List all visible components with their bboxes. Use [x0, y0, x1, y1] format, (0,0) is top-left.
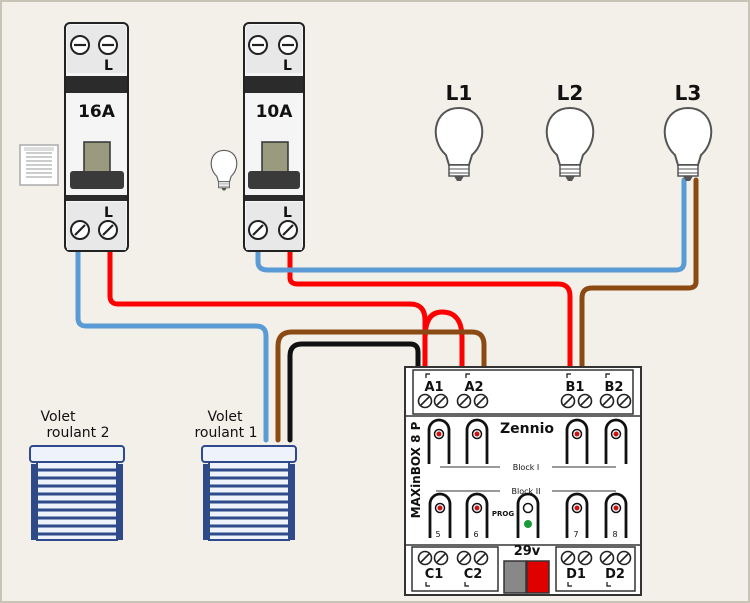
screw-icon	[69, 219, 91, 241]
channel-number: 8	[612, 530, 617, 539]
output-label: B1	[566, 380, 585, 395]
roller-shutter-icon	[200, 444, 298, 542]
screw-icon	[560, 393, 576, 409]
channel-button	[427, 418, 451, 466]
shutter-1: Volet roulant 1	[194, 409, 298, 542]
prog-led	[524, 520, 532, 528]
channel-button	[604, 418, 628, 466]
wire-shutter-down	[287, 341, 421, 443]
screw-icon	[433, 393, 449, 409]
breaker-10a: L 10A L	[243, 22, 305, 252]
shutter-label-line2: roulant 1	[194, 425, 257, 441]
wire-phase-b1	[287, 249, 573, 373]
breaker-toggle	[83, 141, 111, 175]
brand-name: Zennio	[500, 421, 554, 437]
prog-button	[516, 492, 540, 540]
breaker-16a: L 16A L	[64, 22, 129, 252]
block-label: Block I	[513, 463, 540, 472]
channel-led	[574, 505, 580, 511]
screw-icon	[577, 550, 593, 566]
channel-led	[437, 505, 443, 511]
output-label: C2	[464, 567, 483, 582]
bus-connector-plus	[526, 560, 550, 594]
prog-label: PROG	[492, 510, 514, 518]
screw-icon	[577, 393, 593, 409]
screw-icon	[97, 34, 119, 56]
breaker-terminal-bottom: L	[283, 205, 292, 221]
channel-led	[613, 505, 619, 511]
screw-icon	[417, 393, 433, 409]
screw-icon	[473, 550, 489, 566]
screw-icon	[560, 550, 576, 566]
output-label: A2	[464, 380, 483, 395]
lamp-l3: L3	[663, 81, 713, 182]
breaker-rating: 16A	[78, 102, 116, 122]
output-label: B2	[605, 380, 624, 395]
wires	[75, 177, 699, 443]
channel-led	[474, 505, 480, 511]
lamp-label: L3	[675, 81, 702, 105]
wire-phase-a1	[107, 249, 428, 373]
light-bulb-icon	[663, 107, 713, 182]
screw-icon	[616, 393, 632, 409]
actuator: A1 A2 B1 B2 MAXinBOX 8 P Zennio 1 2 3 4	[404, 366, 642, 596]
lamp-label: L2	[557, 81, 584, 105]
bus-connector-minus	[503, 560, 527, 594]
breaker-rating: 10A	[256, 102, 294, 122]
channel-number: 6	[473, 530, 478, 539]
channel-led	[574, 431, 580, 437]
output-label: D1	[566, 567, 586, 582]
screw-icon	[277, 219, 299, 241]
wire-shutter-up	[275, 329, 487, 443]
screw-icon	[247, 219, 269, 241]
channel-number: 7	[573, 530, 578, 539]
breaker-toggle	[261, 141, 289, 175]
block-label: Block II	[512, 487, 541, 496]
channel-led	[436, 431, 442, 437]
output-label: C1	[425, 567, 444, 582]
bus-voltage: 29v	[514, 544, 541, 559]
channel-led	[613, 431, 619, 437]
screw-icon	[456, 393, 472, 409]
model-name: MAXinBOX 8 P	[409, 421, 423, 518]
shutter-label-line1: Volet	[40, 409, 76, 425]
screw-icon	[69, 34, 91, 56]
screw-icon	[417, 550, 433, 566]
screw-icon	[599, 550, 615, 566]
shutter-icon	[19, 144, 59, 186]
channel-number: 5	[435, 530, 440, 539]
screw-icon	[456, 550, 472, 566]
output-label: D2	[605, 567, 625, 582]
screw-icon	[277, 34, 299, 56]
channel-led	[474, 431, 480, 437]
shutter-label-line2: roulant 2	[46, 425, 109, 441]
screw-icon	[97, 219, 119, 241]
lamp-label: L1	[446, 81, 473, 105]
channel-button	[465, 418, 489, 466]
screw-icon	[599, 393, 615, 409]
wire-neutral-shutter	[75, 249, 269, 443]
shutter-2: Volet roulant 2	[28, 409, 126, 542]
screw-icon	[616, 550, 632, 566]
wire-phase-a2	[422, 309, 465, 373]
channel-button	[565, 418, 589, 466]
screw-icon	[473, 393, 489, 409]
breaker-terminal-top: L	[104, 58, 113, 74]
wire-neutral-lamp	[255, 177, 687, 273]
roller-shutter-icon	[28, 444, 126, 542]
breaker-terminal-bottom: L	[104, 205, 113, 221]
light-bulb-icon	[545, 107, 595, 182]
output-label: A1	[424, 380, 443, 395]
screw-icon	[433, 550, 449, 566]
lamp-l1: L1	[434, 81, 484, 182]
screw-icon	[247, 34, 269, 56]
lamp-l2: L2	[545, 81, 595, 182]
wire-lamp-return	[579, 177, 699, 373]
breaker-terminal-top: L	[283, 58, 292, 74]
light-bulb-icon	[434, 107, 484, 182]
shutter-label-line1: Volet	[207, 409, 243, 425]
light-bulb-icon	[210, 149, 238, 192]
